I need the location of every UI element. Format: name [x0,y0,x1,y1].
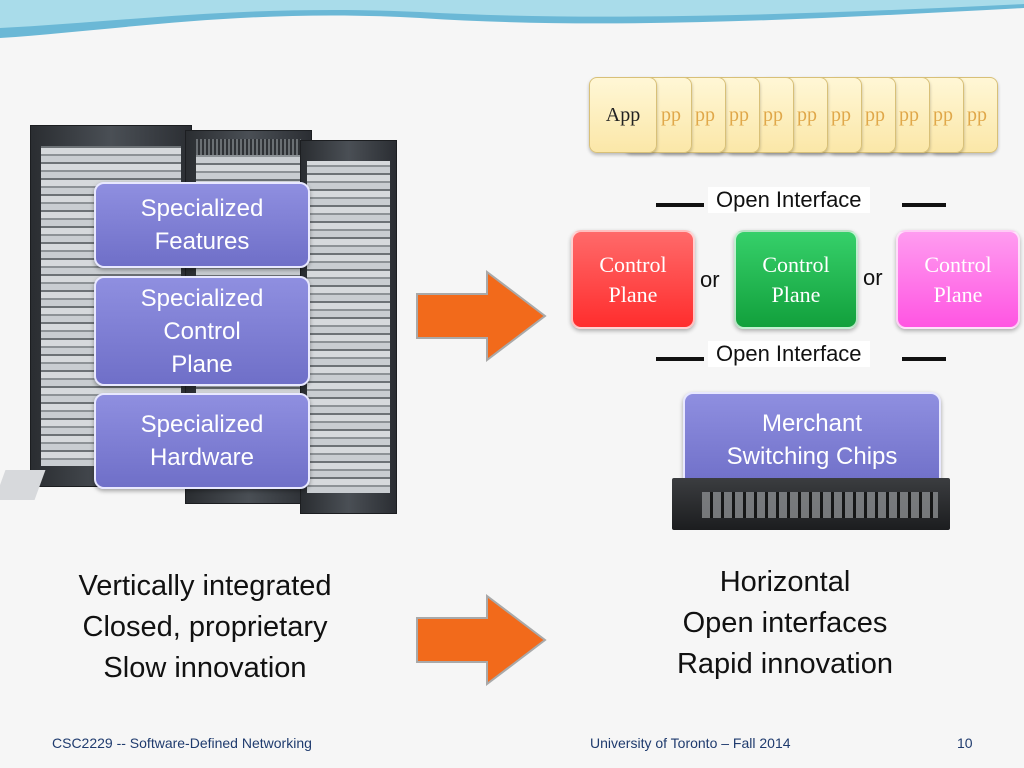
or-label-2: or [863,265,883,290]
interface-line [656,203,704,207]
right-caption: Horizontal Open interfaces Rapid innovat… [676,566,894,680]
footer-page-number: 10 [957,735,973,751]
specialized-features-box: Specialized Features [94,182,310,268]
left-caption: Vertically integrated Closed, proprietar… [78,570,332,684]
open-interface-top-label: Open Interface [708,187,870,213]
control-plane-red: Control Plane [571,230,695,329]
merchant-switching-chips-box: Merchant Switching Chips [683,392,941,488]
interface-line [902,203,946,207]
interface-line [902,357,946,361]
footer-university: University of Toronto – Fall 2014 [590,735,791,751]
app-card-front: App [589,77,657,153]
specialized-control-plane-box: Specialized Control Plane [94,276,310,386]
right-arrow-top [416,270,547,362]
interface-line [656,357,704,361]
top-wave-decoration [0,0,1024,38]
right-arrow-bottom [416,594,547,686]
control-plane-pink: Control Plane [896,230,1020,329]
footer-course: CSC2229 -- Software-Defined Networking [52,735,312,751]
open-interface-bottom-label: Open Interface [708,341,870,367]
specialized-hardware-box: Specialized Hardware [94,393,310,489]
or-label-1: or [700,267,720,292]
network-switch-image [672,478,950,530]
control-plane-green: Control Plane [734,230,858,329]
